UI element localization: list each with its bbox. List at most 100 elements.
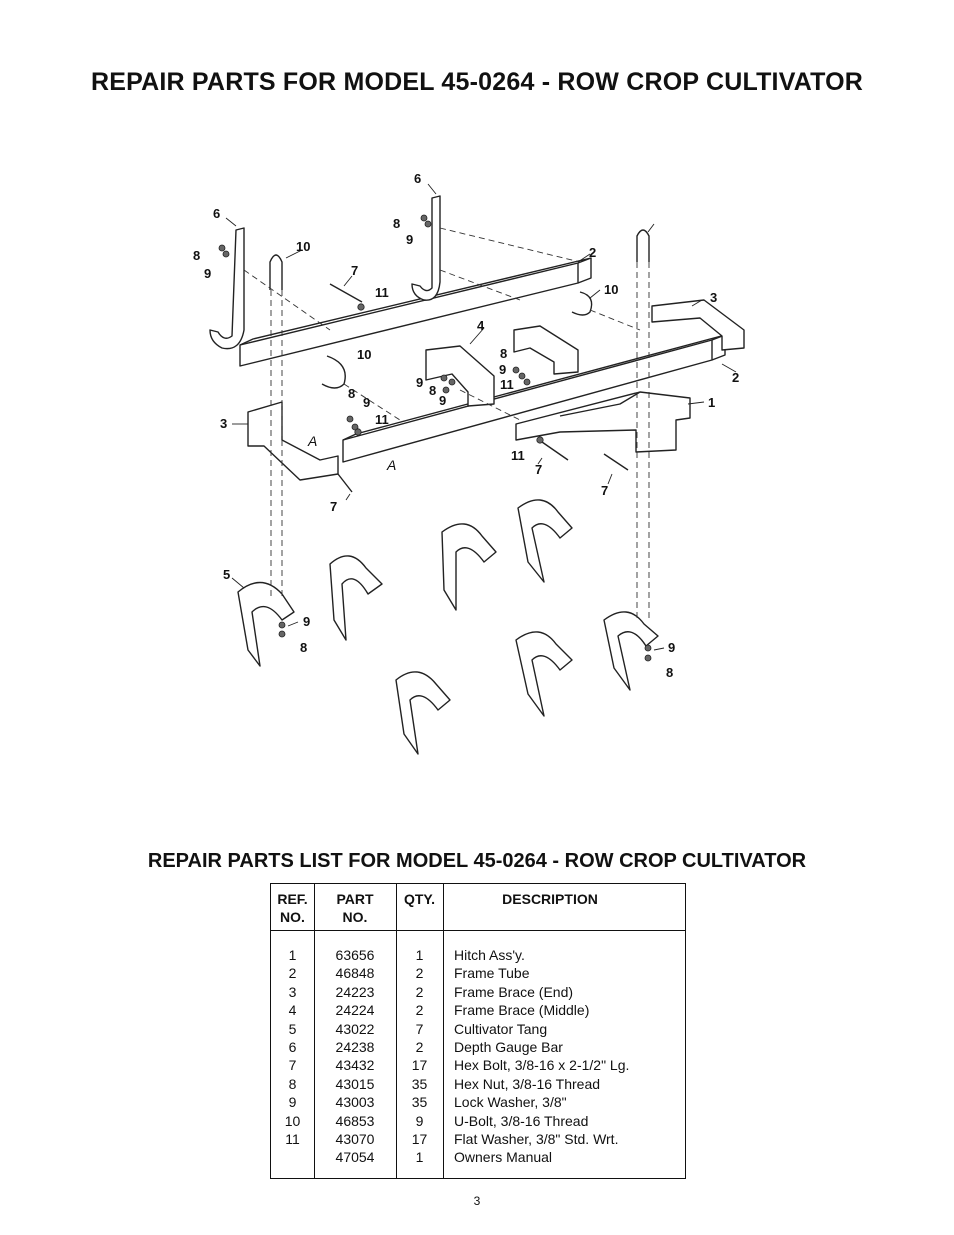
callout-label: 9 (668, 640, 675, 655)
qty-cell: 35 (411, 1075, 428, 1092)
part-cell: 43070 (335, 1130, 375, 1147)
callout-label: 7 (601, 483, 608, 498)
callout-label: 4 (477, 318, 485, 333)
header-ref: REF.NO. (277, 891, 308, 925)
part-cell: 63656 (335, 947, 375, 963)
qty-cell: 1 (415, 1149, 424, 1166)
callout-label: 6 (414, 171, 421, 186)
ref-cell: 7 (288, 1057, 297, 1074)
callout-label: 5 (223, 567, 230, 582)
qty-cell: 1 (415, 947, 424, 963)
part-cell: 46848 (335, 965, 375, 982)
header-qty: QTY. (403, 891, 436, 907)
frame-brace-middle (513, 325, 579, 375)
diagram-callout-labels: 6 8 9 10 7 11 6 8 9 2 10 3 4 8 9 11 10 9… (193, 171, 739, 680)
callout-label: 7 (535, 462, 542, 477)
callout-label: 8 (666, 665, 673, 680)
description-cell: U-Bolt, 3/8-16 Thread (454, 1112, 589, 1129)
callout-label: 8 (429, 383, 436, 398)
cultivator-tang (515, 631, 573, 717)
callout-label: A (386, 457, 396, 473)
callout-label: 8 (193, 248, 200, 263)
callout-label: 8 (500, 346, 507, 361)
hex-bolt (337, 473, 353, 493)
page-title: REPAIR PARTS FOR MODEL 45-0264 - ROW CRO… (90, 68, 864, 96)
callout-label: 3 (710, 290, 717, 305)
description-cell: Frame Brace (Middle) (454, 1002, 590, 1019)
description-column: Hitch Ass'y. Frame Tube Frame Brace (End… (454, 946, 679, 1167)
callout-label: 11 (375, 412, 389, 427)
callout-label: 11 (375, 285, 389, 300)
hex-bolt (603, 453, 629, 471)
ref-cell: 2 (288, 965, 297, 982)
parts-list-title: REPAIR PARTS LIST FOR MODEL 45-0264 - RO… (147, 850, 807, 872)
page-number: 3 (473, 1194, 481, 1208)
cultivator-tang (517, 499, 573, 583)
qty-cell: 2 (415, 1002, 424, 1019)
table-divider (443, 884, 444, 1178)
part-cell: 24224 (335, 1002, 375, 1019)
part-cell: 24238 (335, 1038, 375, 1055)
part-cell: 43022 (335, 1020, 375, 1037)
frame-brace-end-right (651, 299, 745, 351)
ref-cell: 8 (288, 1075, 297, 1092)
callout-label: 6 (213, 206, 220, 221)
cultivator-tang (329, 555, 383, 641)
description-cell: Depth Gauge Bar (454, 1038, 563, 1055)
callout-label: 11 (511, 448, 525, 463)
frame-brace-middle (425, 345, 495, 407)
callout-label: 10 (296, 239, 310, 254)
ref-cell (271, 1148, 314, 1166)
description-cell: Hex Nut, 3/8-16 Thread (454, 1075, 601, 1092)
qty-cell: 2 (415, 983, 424, 1000)
part-cell: 43432 (335, 1057, 375, 1074)
callout-label: 8 (348, 386, 355, 401)
callout-label: 9 (406, 232, 413, 247)
ref-column: 1 2 3 4 5 6 7 8 9 10 11 (271, 946, 314, 1167)
callout-label: 11 (500, 377, 514, 392)
callout-label: 9 (363, 395, 370, 410)
part-cell: 24223 (335, 983, 375, 1000)
ref-cell: 11 (285, 1130, 300, 1147)
part-column: 63656 46848 24223 24224 43022 24238 4343… (314, 946, 396, 1167)
callout-label: 3 (220, 416, 227, 431)
ref-cell: 9 (288, 1094, 297, 1111)
callout-label: 9 (416, 375, 423, 390)
description-cell: Owners Manual (454, 1149, 553, 1166)
callout-label: 7 (351, 263, 358, 278)
ref-cell: 5 (288, 1020, 297, 1037)
qty-cell: 35 (411, 1094, 428, 1111)
ref-cell: 10 (284, 1112, 301, 1129)
callout-label: 9 (204, 266, 211, 281)
qty-cell: 7 (415, 1020, 424, 1037)
header-description: DESCRIPTION (502, 891, 598, 907)
callout-label: 7 (330, 499, 337, 514)
part-cell: 47054 (335, 1149, 375, 1166)
u-bolt (571, 291, 593, 316)
u-bolt (636, 229, 650, 262)
ref-cell: 6 (288, 1038, 297, 1055)
callout-label: 9 (499, 362, 506, 377)
cultivator-tang (441, 523, 497, 611)
hex-bolt (541, 441, 569, 461)
description-cell: Flat Washer, 3/8" Std. Wrt. (454, 1130, 619, 1147)
depth-gauge-bar-middle (411, 195, 441, 301)
description-cell: Cultivator Tang (454, 1020, 548, 1037)
frame-brace-end-left (247, 401, 339, 481)
cultivator-tang (395, 671, 451, 755)
ref-cell: 3 (288, 983, 297, 1000)
part-cell: 43003 (335, 1094, 375, 1111)
ref-cell: 4 (288, 1002, 297, 1019)
description-cell: Hitch Ass'y. (454, 947, 525, 963)
qty-cell: 17 (411, 1130, 428, 1147)
description-cell: Lock Washer, 3/8" (454, 1094, 567, 1111)
qty-cell: 2 (415, 965, 424, 982)
callout-label: 2 (732, 370, 739, 385)
callout-label: 8 (393, 216, 400, 231)
callout-label: 10 (357, 347, 371, 362)
table-divider (396, 884, 397, 1178)
callout-label: 10 (604, 282, 618, 297)
part-cell: 46853 (335, 1112, 375, 1129)
cultivator-tang (603, 611, 659, 691)
